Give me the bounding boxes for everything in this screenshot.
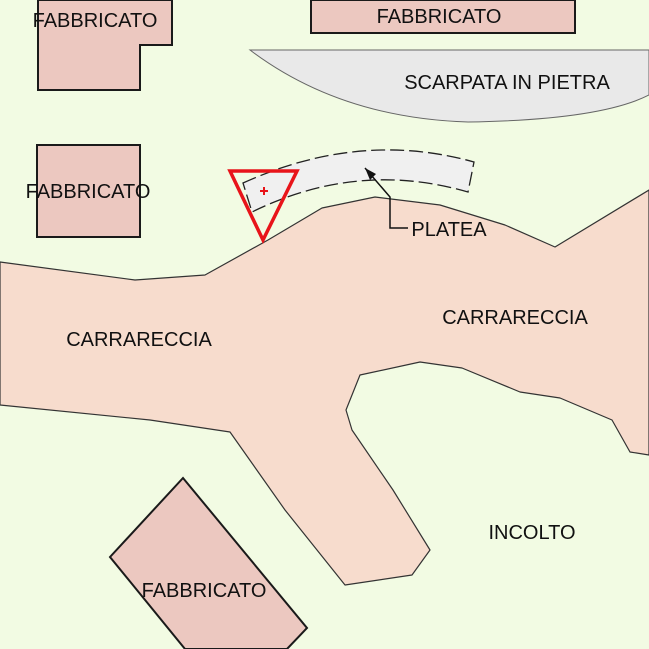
label-embankment: SCARPATA IN PIETRA <box>404 72 610 94</box>
label-building-mid-left: FABBRICATO <box>26 181 151 203</box>
stone-embankment-area <box>248 49 649 123</box>
red-triangle-viewpoint-icon <box>227 169 300 245</box>
dirt-road-area <box>0 189 649 586</box>
label-building-top-left: FABBRICATO <box>33 10 158 32</box>
building-top-center <box>310 0 576 34</box>
viewpoint-triangle <box>227 169 300 245</box>
slab-leader-arrowhead <box>365 168 376 180</box>
label-road-west: CARRARECCIA <box>66 329 212 351</box>
label-building-top-center: FABBRICATO <box>377 6 502 28</box>
concrete-slab <box>242 149 475 213</box>
slab-leader-line <box>364 167 408 229</box>
label-road-east: CARRARECCIA <box>442 307 588 329</box>
label-uncultivated: INCOLTO <box>488 522 575 544</box>
label-slab: PLATEA <box>411 219 487 241</box>
label-building-bottom: FABBRICATO <box>142 580 267 602</box>
building-top-left-body <box>37 0 173 91</box>
building-bottom <box>108 476 309 649</box>
building-mid-left <box>36 144 141 238</box>
